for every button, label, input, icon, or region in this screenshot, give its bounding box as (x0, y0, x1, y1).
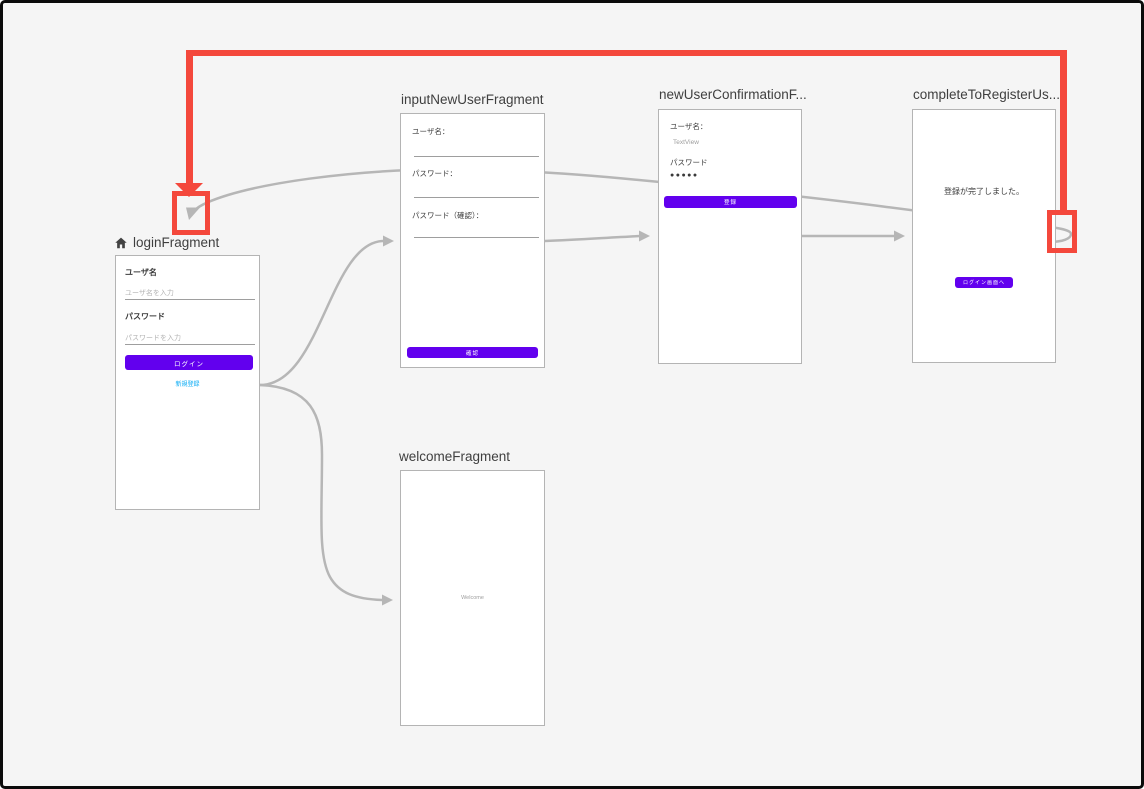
username-input-line (414, 156, 539, 157)
fragment-header-newUserConfirmation[interactable]: newUserConfirmationF... (659, 87, 807, 102)
welcome-message: Welcome (461, 595, 484, 601)
password-dots: ●●●●● (670, 172, 699, 179)
home-icon (115, 237, 127, 248)
annotation-box-login-entry (172, 191, 210, 235)
annotation-line-top (186, 50, 1067, 56)
annotation-line-right (1060, 50, 1067, 212)
password-label: パスワード： (412, 169, 457, 178)
fragment-header-completeToRegister[interactable]: completeToRegisterUs... (913, 87, 1060, 102)
signup-link: 新規登録 (175, 382, 200, 388)
to-login-button: ログイン画面へ (954, 277, 1014, 288)
action-login-to-inputNewUser[interactable] (258, 235, 394, 387)
password-confirm-input-line (414, 237, 539, 238)
arrowhead-icon (639, 230, 650, 242)
password-input-line (125, 344, 255, 345)
action-inputNewUser-to-confirmation[interactable] (543, 230, 650, 243)
fragment-title-newUserConfirmation: newUserConfirmationF... (659, 87, 807, 102)
register-button: 登録 (664, 196, 797, 208)
arrowhead-icon (382, 594, 393, 606)
fragment-card-completeToRegister[interactable]: 登録が完了しました。 ログイン画面へ (912, 109, 1056, 363)
fragment-title-completeToRegister: completeToRegisterUs... (913, 87, 1061, 102)
username-label: ユーザ名 (125, 268, 157, 277)
password-label: パスワード (125, 312, 165, 321)
password-input-line (414, 197, 539, 198)
action-login-to-welcome[interactable] (258, 383, 393, 606)
fragment-card-login[interactable]: ユーザ名 ユーザ名を入力 パスワード パスワードを入力 ログイン 新規登録 (115, 255, 260, 510)
fragment-header-login[interactable]: loginFragment (114, 235, 219, 250)
confirm-button: 確認 (407, 347, 538, 358)
username-label: ユーザ名： (412, 127, 450, 136)
username-input-line (125, 299, 255, 300)
fragment-title-inputNewUser: inputNewUserFragment (401, 92, 544, 107)
username-placeholder: ユーザ名を入力 (125, 290, 174, 297)
fragment-card-newUserConfirmation[interactable]: ユーザ名： TextView パスワード ●●●●● 登録 (658, 109, 802, 364)
arrowhead-icon (383, 235, 394, 247)
login-button: ログイン (125, 355, 253, 370)
fragment-header-welcome[interactable]: welcomeFragment (399, 449, 510, 464)
annotation-box-complete-exit (1047, 210, 1077, 253)
password-confirm-label: パスワード（確認）： (412, 211, 484, 220)
password-label: パスワード (670, 158, 708, 167)
action-confirmation-to-complete[interactable] (799, 230, 905, 242)
fragment-header-inputNewUser[interactable]: inputNewUserFragment (401, 92, 544, 107)
fragment-card-inputNewUser[interactable]: ユーザ名： パスワード： パスワード（確認）： 確認 (400, 113, 545, 368)
arrowhead-icon (894, 230, 905, 242)
fragment-card-welcome[interactable]: Welcome (400, 470, 545, 726)
username-value: TextView (673, 139, 699, 146)
fragment-title-login: loginFragment (133, 235, 220, 250)
fragment-title-welcome: welcomeFragment (399, 449, 511, 464)
annotation-line-left (186, 50, 193, 184)
username-label: ユーザ名： (670, 122, 708, 131)
complete-message: 登録が完了しました。 (944, 187, 1024, 196)
password-placeholder: パスワードを入力 (125, 335, 181, 342)
